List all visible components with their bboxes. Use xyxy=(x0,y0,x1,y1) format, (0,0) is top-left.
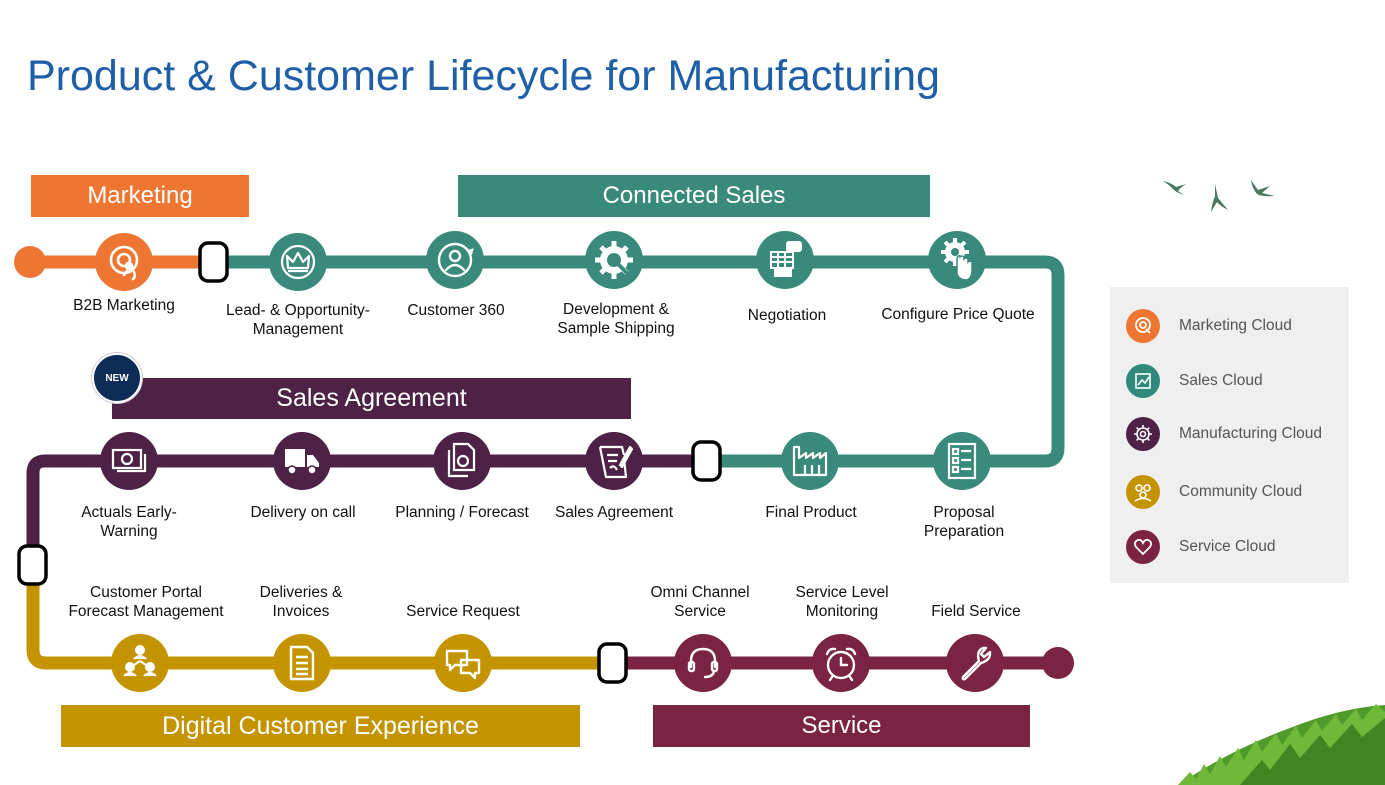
new-badge: NEW xyxy=(92,353,142,403)
transition-marker xyxy=(597,642,628,684)
final-product-node xyxy=(781,432,839,490)
step-label-development-shipping: Development &Sample Shipping xyxy=(557,301,675,337)
step-label-deliveries-invoices: Deliveries &Invoices xyxy=(259,584,343,620)
birds-decoration xyxy=(1163,180,1275,212)
deliveries-invoices-node xyxy=(273,634,331,692)
step-label-sales-agreement: Sales Agreement xyxy=(554,504,674,521)
customer-360-node xyxy=(426,231,484,289)
service-request-node xyxy=(434,634,492,692)
end-node xyxy=(1042,647,1074,679)
legend-item-service-cloud: Service Cloud xyxy=(1126,530,1276,564)
cpq-node xyxy=(928,231,986,289)
omni-channel-node xyxy=(674,634,732,692)
proposal-preparation-node xyxy=(933,432,991,490)
start-node xyxy=(14,246,46,278)
sales-agreement-banner: Sales Agreement xyxy=(112,378,631,419)
legend-label: Community Cloud xyxy=(1179,483,1303,500)
gear-icon xyxy=(1126,417,1160,451)
legend-label: Marketing Cloud xyxy=(1179,317,1292,334)
negotiation-node xyxy=(756,231,814,289)
page-title: Product & Customer Lifecycle for Manufac… xyxy=(27,52,940,100)
sales-agreement-node xyxy=(585,432,643,490)
customer-portal-node xyxy=(111,634,169,692)
step-label-final-product: Final Product xyxy=(765,504,857,521)
connected-sales-track xyxy=(214,255,1065,468)
b2b-marketing-node xyxy=(95,233,153,291)
transition-marker xyxy=(198,241,229,283)
step-label-lead-opportunity: Lead- & Opportunity-Management xyxy=(226,302,370,338)
service-level-node xyxy=(812,634,870,692)
step-label-field-service: Field Service xyxy=(931,603,1021,620)
planning-forecast-node xyxy=(433,432,491,490)
step-label-service-request: Service Request xyxy=(406,603,520,620)
service-banner: Service xyxy=(653,705,1030,747)
chart-icon xyxy=(1126,364,1160,398)
step-label-delivery-on-call: Delivery on call xyxy=(250,504,356,521)
step-label-planning-forecast: Planning / Forecast xyxy=(395,504,529,521)
target-person-icon xyxy=(1126,309,1160,343)
grass-decoration xyxy=(1178,704,1385,785)
legend-label: Service Cloud xyxy=(1179,538,1276,555)
step-label-cpq: Configure Price Quote xyxy=(881,306,1035,323)
field-service-node xyxy=(946,634,1004,692)
legend-panel: Marketing Cloud Sales Cloud Manufacturin… xyxy=(1110,287,1349,583)
actuals-early-warning-node xyxy=(100,432,158,490)
marketing-banner: Marketing xyxy=(31,175,249,217)
legend-item-community-cloud: Community Cloud xyxy=(1126,475,1302,509)
legend-item-manufacturing-cloud: Manufacturing Cloud xyxy=(1126,417,1322,451)
transition-marker xyxy=(17,544,48,586)
development-shipping-node xyxy=(585,231,643,289)
legend-item-sales-cloud: Sales Cloud xyxy=(1126,364,1263,398)
connected-sales-banner: Connected Sales xyxy=(458,175,930,217)
transition-marker xyxy=(691,440,722,482)
lead-opportunity-node xyxy=(269,233,327,291)
heart-icon xyxy=(1126,530,1160,564)
step-label-negotiation: Negotiation xyxy=(747,307,827,324)
legend-item-marketing-cloud: Marketing Cloud xyxy=(1126,309,1292,343)
legend-label: Manufacturing Cloud xyxy=(1179,425,1323,442)
sales-agreement-track xyxy=(26,454,707,566)
digital-customer-experience-banner: Digital Customer Experience xyxy=(61,705,580,747)
people-icon xyxy=(1126,475,1160,509)
step-label-b2b-marketing: B2B Marketing xyxy=(73,297,175,314)
step-label-actuals-early-warning: Actuals Early-Warning xyxy=(81,504,177,540)
delivery-on-call-node xyxy=(273,432,331,490)
legend-label: Sales Cloud xyxy=(1179,372,1263,389)
digital-experience-track xyxy=(26,566,612,670)
step-label-customer-360: Customer 360 xyxy=(407,302,505,319)
